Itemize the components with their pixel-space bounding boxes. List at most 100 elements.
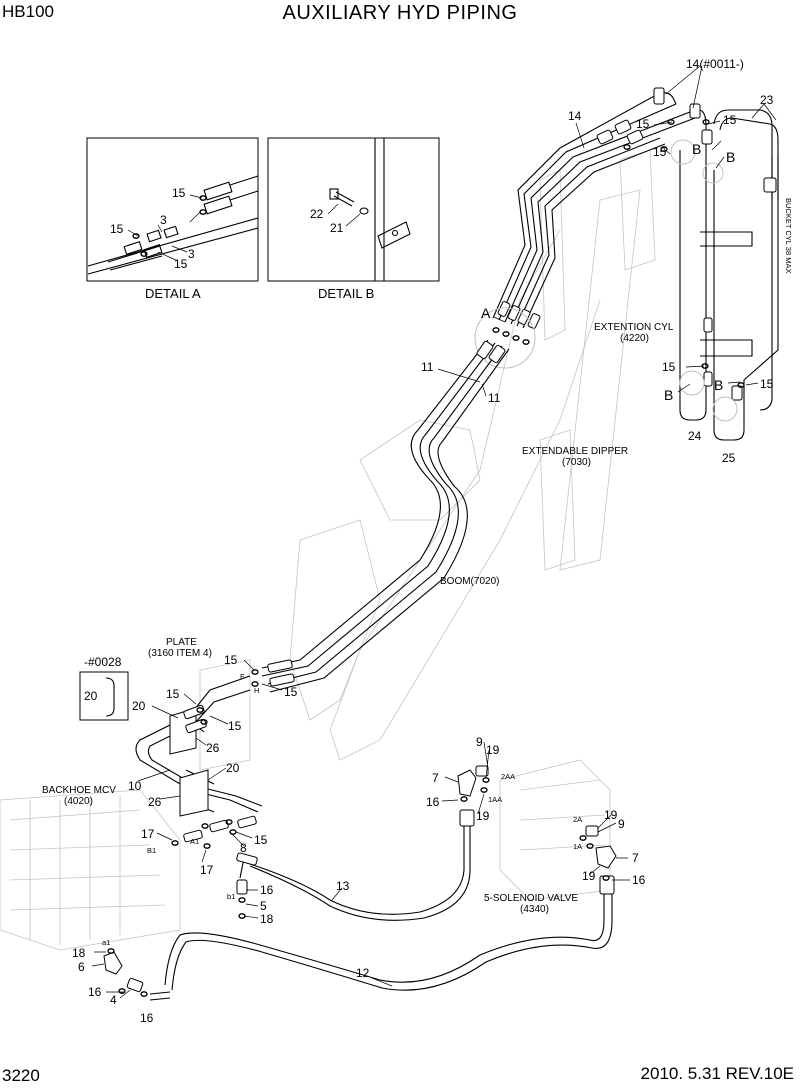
callout: 15 [166, 687, 180, 701]
callout: 16 [426, 795, 440, 809]
callout: 4 [110, 993, 117, 1007]
callout: 15 [110, 222, 124, 236]
detail-b-box [267, 137, 440, 282]
callout: 14 [568, 109, 582, 123]
plate-brackets [169, 704, 257, 895]
callout: 24 [688, 429, 702, 443]
callout: 11 [488, 391, 501, 405]
port-labels: F H A1 B1 b1 a1 2AA 1AA 2A 1A [102, 672, 582, 947]
callout-numbers: 14(#0011-) 14 15 23 15 B 15 B 15 3 15 3 … [72, 57, 774, 1025]
callout: 19 [486, 743, 500, 757]
callout: 25 [722, 451, 736, 465]
callout: 8 [240, 841, 247, 855]
callout: 3 [160, 213, 167, 227]
port-label: b1 [227, 892, 235, 901]
callout: 6 [78, 960, 85, 974]
callout: 16 [260, 883, 274, 897]
callout: 26 [206, 741, 220, 755]
callout: 3 [188, 247, 195, 261]
hose-13 [239, 812, 471, 921]
callout: 14(#0011-) [686, 57, 744, 71]
port-label: A1 [190, 837, 199, 846]
callout: B [726, 149, 735, 165]
bracket-circles [474, 139, 738, 422]
callout: 15 [284, 685, 298, 699]
callout: B [692, 141, 701, 157]
serial-detail-box [79, 671, 129, 721]
upper-fittings [497, 87, 777, 401]
callout: 17 [141, 827, 155, 841]
callout: 19 [582, 869, 596, 883]
hose-11 [261, 339, 510, 693]
plate-label: PLATE [166, 637, 197, 648]
port-label: 1A [573, 842, 582, 851]
extension-cyl-label: EXTENTION CYL [594, 322, 674, 333]
detail-a-box [86, 137, 259, 282]
callout: 15 [172, 186, 186, 200]
port-label: B1 [147, 846, 156, 855]
callout: 15 [723, 113, 737, 127]
callout: 20 [132, 699, 146, 713]
plate-code: (3160 ITEM 4) [148, 648, 212, 659]
callout: 26 [148, 795, 162, 809]
detail-b-label: DETAIL B [318, 286, 374, 301]
callout: B [714, 377, 723, 393]
callout: 5 [260, 899, 267, 913]
solenoid-valve-label: 5-SOLENOID VALVE [484, 893, 578, 904]
callout: 17 [200, 863, 214, 877]
callout: 16 [140, 1011, 154, 1025]
page-title: AUXILIARY HYD PIPING [282, 2, 518, 24]
callout: 7 [632, 851, 639, 865]
callout: 9 [476, 735, 483, 749]
revision-label: 2010. 5.31 REV.10E [640, 1064, 794, 1083]
solenoid-fittings [103, 765, 617, 993]
bucket-note: BUCKET CYL 38 MAX [784, 198, 793, 273]
callout: 15 [636, 117, 650, 131]
callout: 19 [476, 809, 490, 823]
callout: 15 [760, 377, 774, 391]
port-label: 1AA [488, 795, 502, 804]
callout: 20 [84, 689, 98, 703]
extendable-dipper-label: EXTENDABLE DIPPER [522, 446, 628, 457]
model-label: HB100 [2, 2, 54, 21]
callout: 10 [128, 779, 142, 793]
boom-label: BOOM(7020) [440, 576, 499, 587]
callout: 16 [88, 985, 102, 999]
callout: 19 [604, 808, 618, 822]
callout: 9 [618, 817, 625, 831]
callout: 20 [226, 761, 240, 775]
callout: 7 [432, 771, 439, 785]
port-label: F [240, 672, 245, 681]
hose-12 [164, 890, 613, 991]
callout: 12 [356, 966, 370, 980]
extension-cyl-code: (4220) [620, 333, 649, 344]
page-number: 3220 [2, 1066, 40, 1085]
callout: 16 [632, 873, 646, 887]
callout: A [481, 305, 491, 321]
extendable-dipper-code: (7030) [562, 457, 591, 468]
callout: 15 [653, 145, 667, 159]
port-label: 2A [573, 815, 582, 824]
callout: 15 [224, 653, 238, 667]
callout: 23 [760, 93, 774, 107]
serial-note: -#0028 [84, 655, 122, 669]
callout: B [664, 387, 673, 403]
leader-lines [91, 65, 777, 999]
component-labels: EXTENTION CYL (4220) EXTENDABLE DIPPER (… [42, 198, 793, 915]
callout: 15 [174, 257, 188, 271]
callout: 15 [228, 719, 242, 733]
callout: 22 [310, 207, 324, 221]
callout: 15 [662, 360, 676, 374]
port-label: 2AA [501, 772, 515, 781]
solenoid-valve-code: (4340) [520, 904, 549, 915]
hose-11-fittings [267, 340, 506, 687]
callout: 21 [330, 221, 344, 235]
callout: 15 [254, 833, 268, 847]
port-label: H [254, 686, 259, 695]
callout: 11 [421, 360, 434, 374]
callout: 18 [72, 946, 86, 960]
port-label: a1 [102, 938, 110, 947]
detail-a-label: DETAIL A [145, 286, 201, 301]
backhoe-mcv-code: (4020) [64, 796, 93, 807]
